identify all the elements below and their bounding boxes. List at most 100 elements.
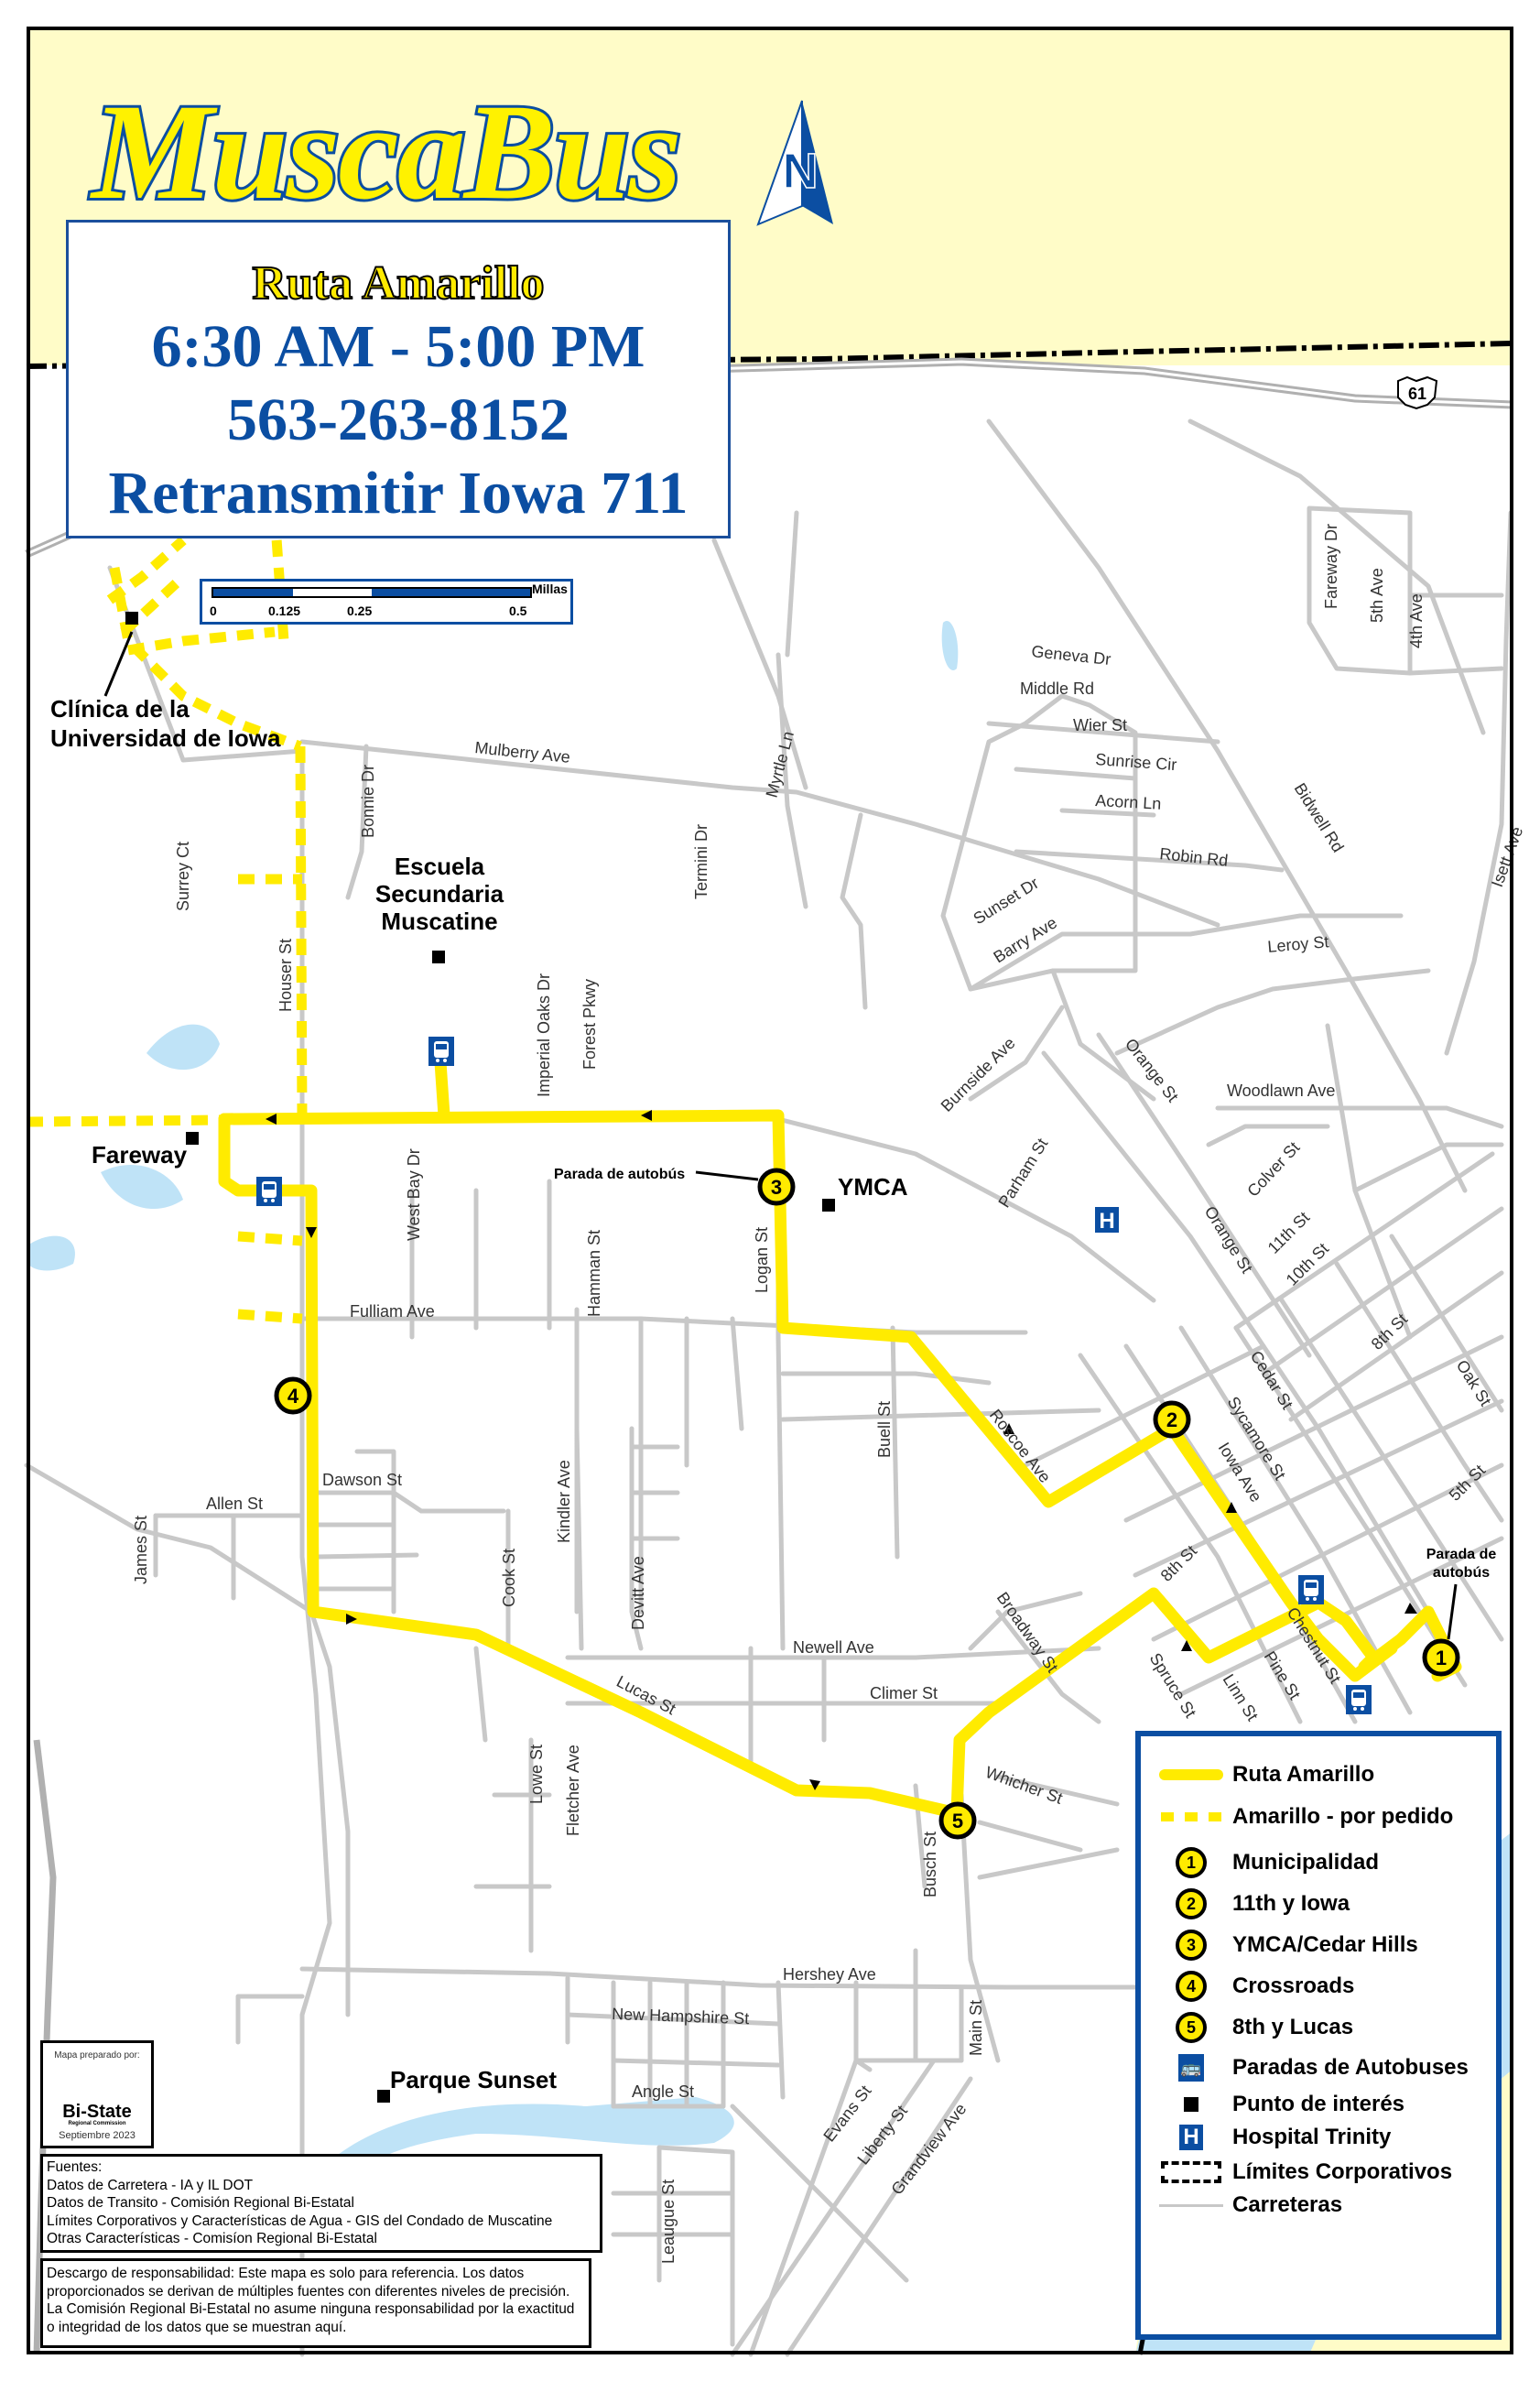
legend-item-hospital: H Hospital Trinity [1141,2119,1496,2156]
svg-text:1: 1 [1436,1647,1447,1669]
poi-marker-clinic [125,612,138,625]
svg-text:Angle St: Angle St [632,2082,694,2101]
route-name: Ruta Amarillo [251,256,545,310]
svg-text:4th Ave: 4th Ave [1407,593,1426,648]
stop-marker-1: 1 [1422,1638,1460,1677]
scale-tick-05: 0.5 [509,603,527,618]
svg-text:Fareway Dr: Fareway Dr [1322,524,1340,609]
stop-marker-3: 3 [757,1168,796,1206]
source-line: Datos de Transito - Comisión Regional Bi… [47,2195,354,2211]
bus-stop-icon [1346,1685,1372,1714]
org-sub: Regional Commission [68,2121,126,2126]
bus-stop-icons [256,1037,1372,1714]
svg-text:Buell St: Buell St [875,1401,894,1458]
poi-label-school-1: Escuela [395,853,485,880]
scale-tick-025: 0.25 [347,603,373,618]
svg-text:Forest Pkwy: Forest Pkwy [580,979,599,1070]
bus-stop-icon [428,1037,454,1066]
legend-item-poi: Punto de interés [1141,2086,1496,2123]
sources-box: Fuentes: Datos de Carretera - IA y IL DO… [40,2154,602,2253]
svg-text:Geneva Dr: Geneva Dr [1031,642,1112,669]
svg-text:Oak St: Oak St [1453,1357,1495,1409]
stop-5-icon: 5 [1176,2012,1207,2043]
highway-61-shield-icon: 61 [1397,375,1438,410]
route-direction-arrows [266,1110,1417,1790]
svg-text:Bonnie Dr: Bonnie Dr [359,765,377,838]
legend-item-stop-5: 5 8th y Lucas [1141,2009,1496,2046]
prepared-by: Mapa preparado por: [54,2050,140,2060]
stop-markers: 1 2 3 4 5 [274,1168,1460,1840]
svg-text:Pine St: Pine St [1261,1648,1305,1703]
service-hours: 6:30 AM - 5:00 PM [151,313,645,380]
svg-text:Bidwell Rd: Bidwell Rd [1291,780,1348,856]
legend-item-stop-1: 1 Municipalidad [1141,1844,1496,1881]
source-line: Otras Características - Comisíon Regiona… [47,2231,377,2246]
stop-4-icon: 4 [1176,1971,1207,2002]
svg-text:Colver St: Colver St [1243,1138,1303,1201]
scale-unit: Millas [532,582,568,596]
svg-text:Liberty St: Liberty St [853,2102,911,2168]
scale-tick-0125: 0.125 [268,603,301,618]
scale-bar: Millas 0 0.125 0.25 0.5 [200,579,573,625]
svg-text:61: 61 [1408,385,1426,403]
north-arrow-icon: N [756,100,833,226]
svg-text:Devitt Ave: Devitt Ave [629,1556,647,1630]
svg-text:Busch St: Busch St [921,1832,939,1897]
stop3-callout: Parada de autobús [554,1167,685,1182]
route-info-box: Ruta Amarillo 6:30 AM - 5:00 PM 563-263-… [66,220,731,538]
stop-1-icon: 1 [1176,1847,1207,1878]
svg-text:Middle Rd: Middle Rd [1020,680,1094,698]
legend-item-stop-2: 2 11th y Iowa [1141,1886,1496,1922]
poi-label-ymca: YMCA [838,1173,908,1201]
disclaimer-box: Descargo de responsabilidad: Este mapa e… [40,2258,591,2348]
svg-text:Sunrise Cir: Sunrise Cir [1095,750,1177,774]
boundary-icon [1161,2161,1221,2183]
svg-text:Sunset Dr: Sunset Dr [971,874,1042,928]
svg-text:Linn St: Linn St [1220,1671,1263,1724]
svg-text:Newell Ave: Newell Ave [793,1638,874,1657]
legend-item-bus-stops: 🚌 Paradas de Autobuses [1141,2049,1496,2086]
svg-text:Spruce St: Spruce St [1146,1650,1200,1722]
stop1-callout-2: autobús [1433,1565,1490,1581]
legend-item-roads: Carreteras [1141,2187,1496,2223]
stop-3-icon: 3 [1176,1930,1207,1961]
svg-text:3: 3 [771,1176,782,1199]
clinic-leader-line [103,631,134,697]
svg-text:Termini Dr: Termini Dr [692,824,710,899]
poi-marker-ymca [822,1199,835,1212]
svg-text:Acorn Ln: Acorn Ln [1095,791,1162,813]
poi-marker-school [432,951,445,963]
svg-text:Whicher St: Whicher St [983,1763,1066,1808]
svg-text:Woodlawn Ave: Woodlawn Ave [1227,1082,1335,1100]
road-line-icon [1159,2203,1223,2207]
svg-text:Leroy St: Leroy St [1267,932,1330,956]
svg-text:West Bay Dr: West Bay Dr [405,1148,423,1241]
hospital-icon: H [1095,1207,1119,1234]
stop-2-icon: 2 [1176,1888,1207,1919]
legend-item-stop-3: 3 YMCA/Cedar Hills [1141,1927,1496,1963]
svg-text:5th Ave: 5th Ave [1368,568,1386,623]
svg-text:Kindler Ave: Kindler Ave [555,1460,573,1543]
source-line: Límites Corporativos y Características d… [47,2212,553,2229]
svg-text:James St: James St [132,1516,150,1584]
svg-text:Cook St: Cook St [500,1549,518,1607]
map-date: Septiembre 2023 [59,2130,136,2141]
poi-label-clinic-2: Universidad de Iowa [50,724,281,752]
stop-marker-5: 5 [938,1801,977,1840]
stop-marker-2: 2 [1153,1400,1191,1439]
hospital-icon: H [1179,2125,1203,2150]
bus-stop-icon [256,1177,282,1206]
stop-marker-4: 4 [274,1376,312,1415]
svg-text:Myrtle Ln: Myrtle Ln [763,729,797,799]
svg-text:Hershey Ave: Hershey Ave [783,1965,876,1984]
svg-text:Houser St: Houser St [277,939,295,1012]
poi-marker-parque-sunset [377,2090,390,2103]
poi-label-parque-sunset: Parque Sunset [390,2066,557,2093]
svg-text:Main St: Main St [967,2000,985,2056]
relay-service: Retransmitir Iowa 711 [108,460,689,527]
svg-text:Fletcher Ave: Fletcher Ave [564,1745,582,1836]
phone-number: 563-263-8152 [227,386,569,453]
svg-text:H: H [1099,1209,1114,1234]
svg-text:5: 5 [952,1810,963,1832]
ondemand-line-icon [1161,1812,1221,1821]
